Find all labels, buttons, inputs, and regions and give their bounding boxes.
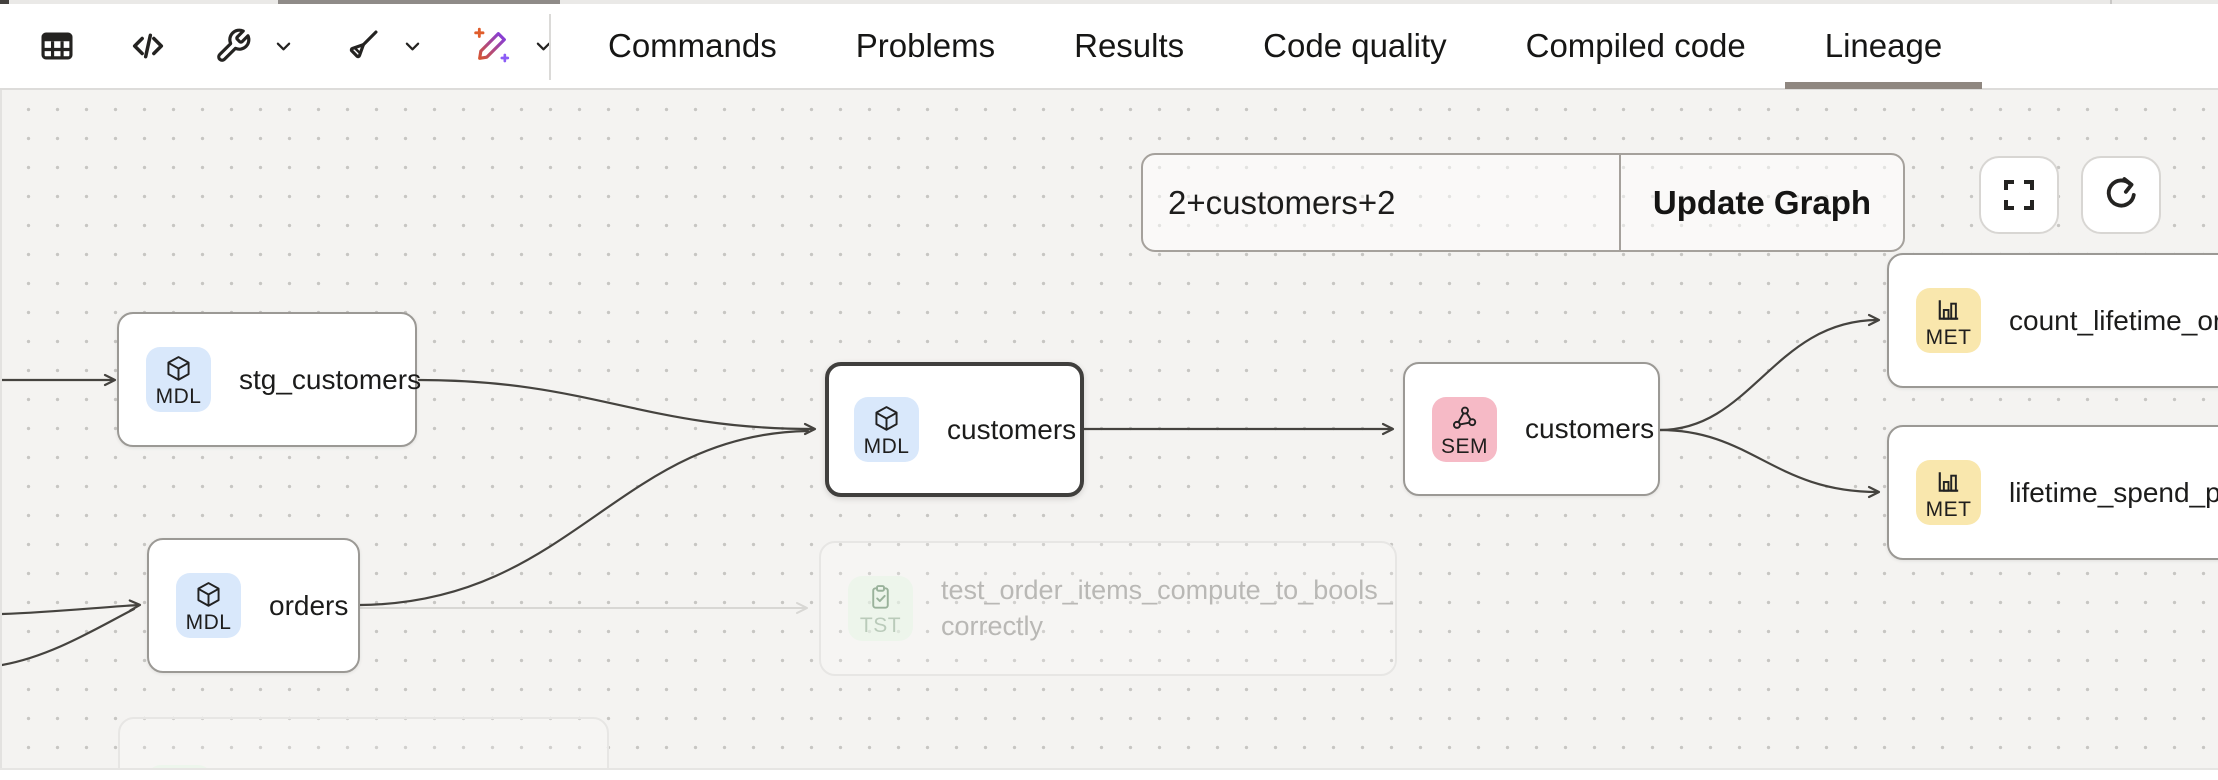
lineage-node-stg-customers[interactable]: MDL stg_customers: [117, 312, 421, 447]
badge-label: MET: [1925, 326, 1972, 349]
node-label: test_order_items_compute_to_bools_correc…: [941, 574, 1393, 641]
chevron-down-icon[interactable]: [391, 18, 434, 74]
graph-filter-input[interactable]: [1143, 155, 1619, 250]
edge-semantic-to-met1: [1658, 313, 1881, 432]
edge-into-orders-a: [2, 599, 142, 616]
fullscreen-button[interactable]: [1979, 156, 2059, 234]
model-badge: MDL: [176, 573, 241, 638]
badge-label: MDL: [185, 611, 232, 634]
bottom-panel-edge: [0, 768, 2218, 780]
code-icon[interactable]: [120, 18, 176, 74]
toolbar-divider: [549, 14, 551, 80]
edge-semantic-to-met2: [1658, 428, 1881, 499]
model-badge: MDL: [146, 347, 211, 412]
cube-icon: [163, 353, 194, 384]
top-left-notch: [0, 0, 9, 4]
lineage-node-customers-model[interactable]: MDL customers: [825, 362, 1084, 497]
lineage-node-count-lifetime-orders[interactable]: MET count_lifetime_order: [1887, 253, 2218, 388]
fullscreen-icon: [1999, 175, 2039, 215]
badge-label: MET: [1925, 498, 1972, 521]
model-badge: MDL: [854, 397, 919, 462]
clipboard-check-icon: [865, 582, 896, 613]
metric-badge: MET: [1916, 288, 1981, 353]
node-label: stg_customers: [239, 363, 422, 395]
tab-compiled-code[interactable]: Compiled code: [1525, 27, 1746, 64]
toolbar: Commands Problems Results Code quality C…: [0, 4, 2218, 90]
table-icon[interactable]: [30, 18, 84, 74]
graph-filter-box: Update Graph: [1141, 153, 1905, 252]
tab-lineage[interactable]: Lineage: [1784, 27, 1983, 89]
top-tab-indicator: [278, 0, 560, 4]
edge-orders-to-customers: [358, 429, 810, 607]
broom-icon[interactable]: [335, 18, 389, 74]
refresh-icon: [2100, 174, 2142, 216]
refresh-button[interactable]: [2081, 156, 2161, 234]
bar-chart-icon: [1933, 294, 1964, 325]
tab-commands[interactable]: Commands: [608, 27, 777, 64]
semantic-badge: SEM: [1432, 396, 1497, 462]
test-badge: TST: [147, 764, 212, 768]
edge-into-orders-b: [2, 607, 136, 667]
tab-problems[interactable]: Problems: [855, 27, 996, 64]
tab-code-quality[interactable]: Code quality: [1263, 27, 1447, 64]
node-label: count_lifetime_order: [2009, 304, 2218, 336]
tab-results[interactable]: Results: [1074, 27, 1185, 64]
lineage-node-test-order-items[interactable]: TST test_order_items_compute_to_bools_co…: [819, 541, 1397, 676]
node-label: orders: [269, 589, 349, 621]
chevron-down-icon[interactable]: [262, 18, 305, 74]
toolbar-icon-group: [30, 4, 565, 88]
node-label: lifetime_spend_preta: [2009, 476, 2218, 508]
tab-bar: Commands Problems Results Code quality C…: [549, 4, 1983, 89]
badge-label: MDL: [155, 385, 202, 408]
metric-badge: MET: [1916, 460, 1981, 525]
node-label: customers: [947, 413, 1077, 445]
badge-label: SEM: [1440, 434, 1488, 458]
lineage-node-lifetime-spend-pretax[interactable]: MET lifetime_spend_preta: [1887, 425, 2218, 560]
badge-label: MDL: [863, 435, 910, 458]
update-graph-button[interactable]: Update Graph: [1619, 155, 1903, 250]
lineage-canvas[interactable]: MDL stg_customers MDL orders MDL custome…: [0, 90, 2218, 768]
cube-icon: [871, 403, 902, 434]
cube-icon: [193, 579, 224, 610]
magic-wand-icon[interactable]: [464, 18, 520, 74]
test-badge: TST: [848, 576, 913, 641]
badge-label: TST: [859, 614, 902, 637]
lineage-node-orders[interactable]: MDL orders: [147, 538, 360, 673]
network-icon: [1449, 403, 1480, 434]
node-label: customers: [1525, 413, 1655, 444]
lineage-node-customers-semantic[interactable]: SEM customers: [1403, 362, 1660, 496]
wrench-icon[interactable]: [206, 18, 260, 74]
edge-stg-to-customers: [417, 378, 817, 436]
lineage-node-partial-test[interactable]: TST: [118, 717, 609, 768]
bar-chart-icon: [1933, 466, 1964, 497]
